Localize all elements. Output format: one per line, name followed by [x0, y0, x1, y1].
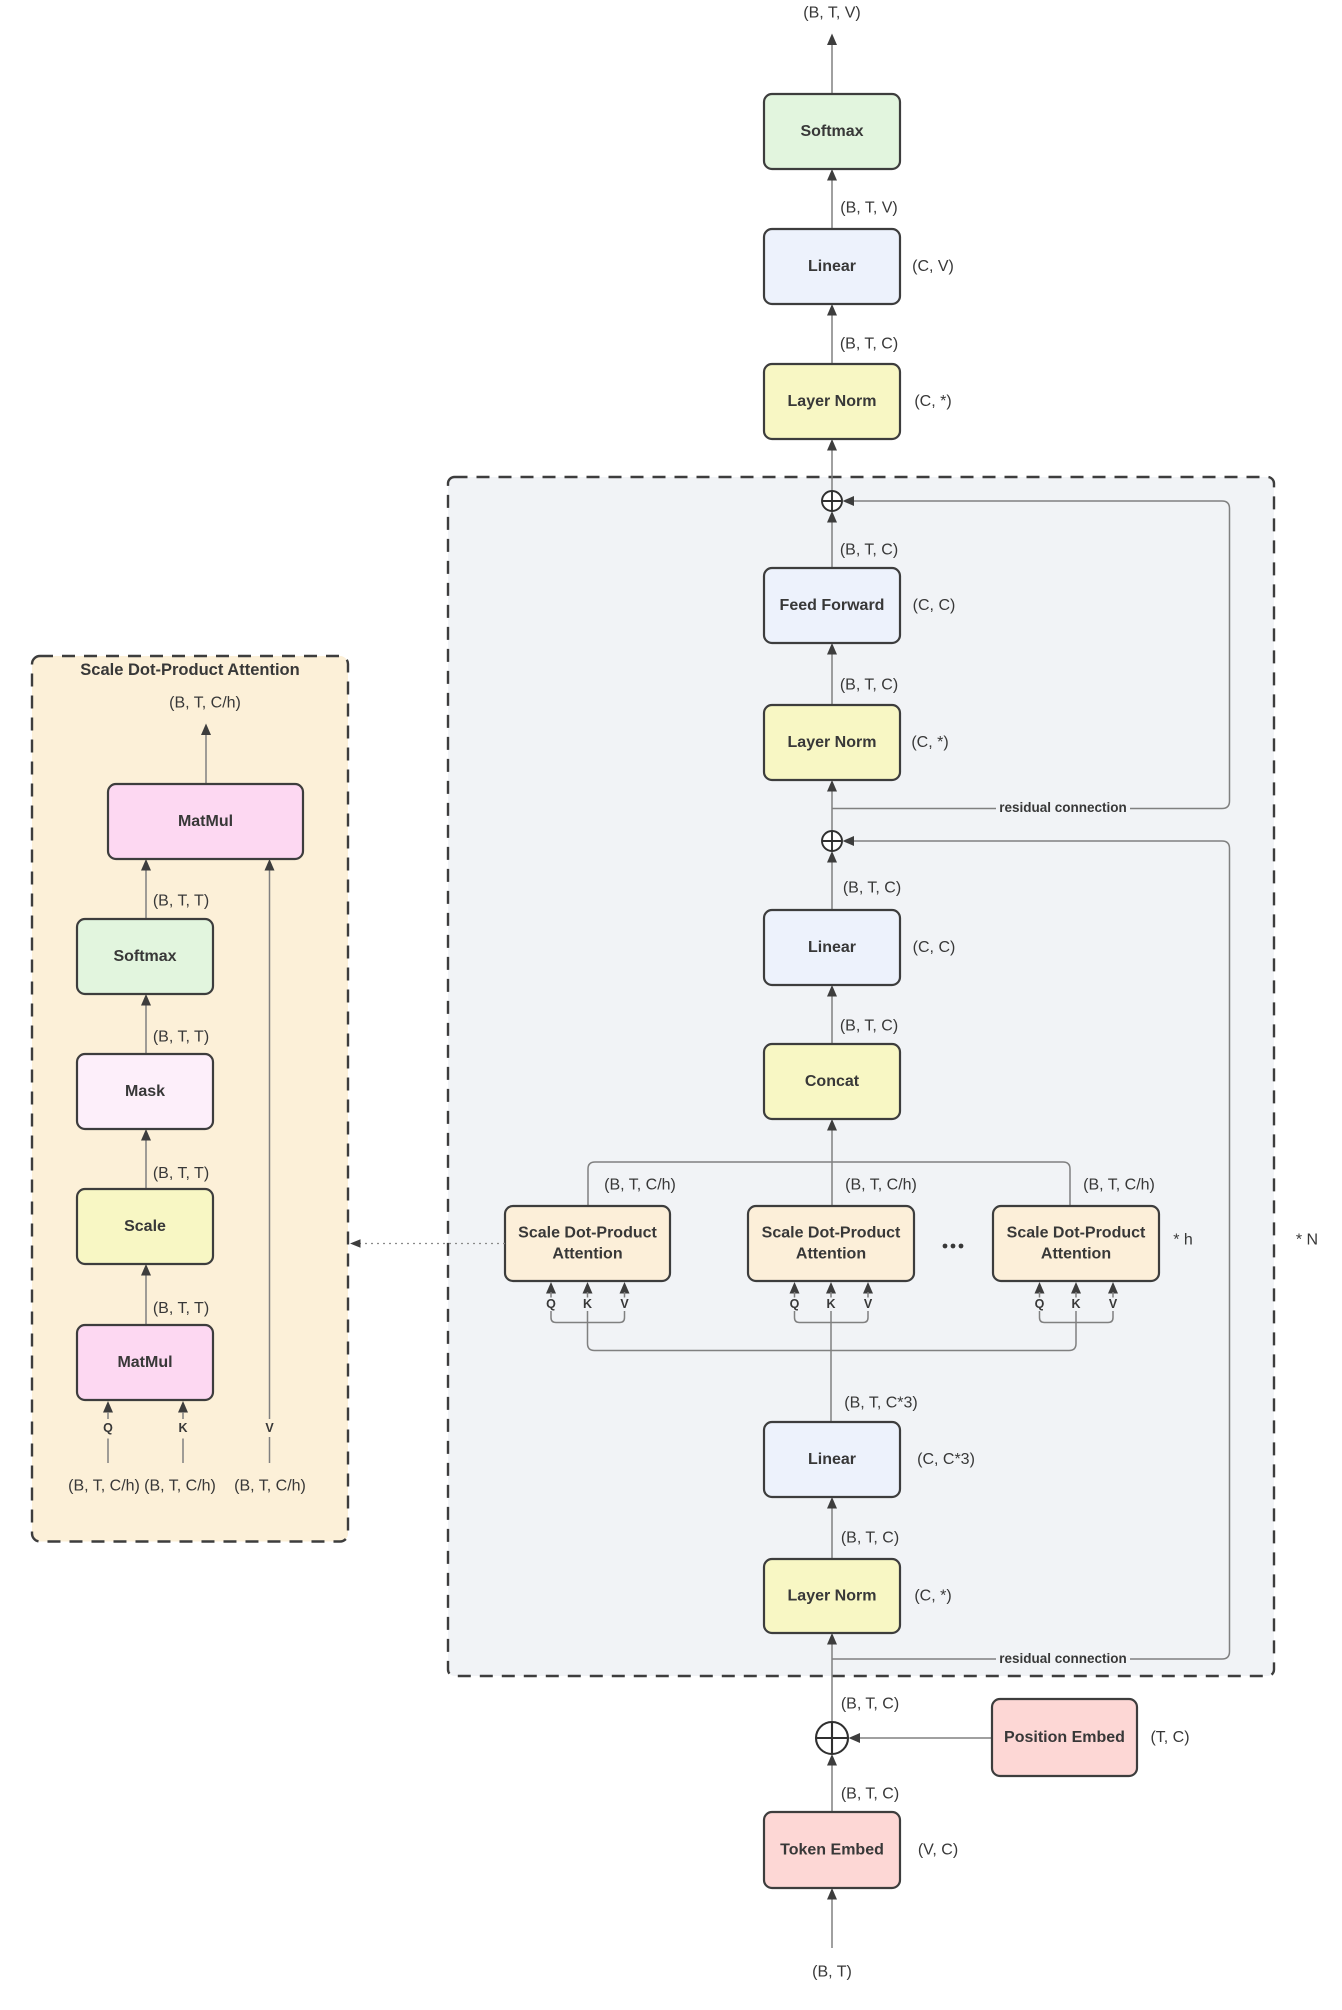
svg-text:Mask: Mask	[125, 1083, 165, 1100]
svg-text:(B, T, C): (B, T, C)	[843, 880, 901, 897]
svg-text:Scale Dot-Product: Scale Dot-Product	[518, 1225, 657, 1242]
svg-text:(B, T, V): (B, T, V)	[803, 5, 861, 22]
svg-text:(B, T, C/h): (B, T, C/h)	[604, 1177, 676, 1194]
svg-text:* N: * N	[1296, 1232, 1318, 1249]
svg-text:(C, *): (C, *)	[911, 734, 948, 751]
svg-text:* h: * h	[1173, 1232, 1193, 1249]
svg-text:(B, T, T): (B, T, T)	[153, 1300, 209, 1317]
svg-text:Attention: Attention	[1041, 1246, 1111, 1263]
svg-text:Position Embed: Position Embed	[1004, 1729, 1125, 1746]
svg-text:Scale Dot-Product: Scale Dot-Product	[762, 1225, 901, 1242]
svg-text:K: K	[826, 1297, 835, 1311]
svg-text:V: V	[864, 1297, 873, 1311]
svg-text:(B, T, C): (B, T, C)	[841, 1786, 899, 1803]
svg-text:(B, T, T): (B, T, T)	[153, 1029, 209, 1046]
svg-text:Attention: Attention	[552, 1246, 622, 1263]
svg-text:Q: Q	[1035, 1297, 1045, 1311]
svg-text:(B, T, V): (B, T, V)	[840, 200, 898, 217]
svg-text:Scale Dot-Product: Scale Dot-Product	[1007, 1225, 1146, 1242]
svg-text:Concat: Concat	[805, 1073, 860, 1090]
svg-text:(B, T, C/h): (B, T, C/h)	[68, 1478, 140, 1495]
svg-text:Layer Norm: Layer Norm	[788, 734, 877, 751]
svg-text:(B, T, T): (B, T, T)	[153, 893, 209, 910]
svg-text:(B, T, C/h): (B, T, C/h)	[845, 1177, 917, 1194]
svg-text:(B, T, C): (B, T, C)	[841, 1530, 899, 1547]
svg-text:V: V	[265, 1421, 274, 1435]
svg-text:(C, C): (C, C)	[913, 597, 956, 614]
svg-text:(C, C*3): (C, C*3)	[917, 1451, 975, 1468]
svg-text:(C, C): (C, C)	[913, 939, 956, 956]
svg-text:K: K	[1071, 1297, 1080, 1311]
svg-text:(B, T, T): (B, T, T)	[153, 1165, 209, 1182]
svg-text:Linear: Linear	[808, 1451, 856, 1468]
svg-text:(B, T, C): (B, T, C)	[840, 542, 898, 559]
svg-text:Softmax: Softmax	[113, 948, 176, 965]
svg-text:(B, T, C): (B, T, C)	[840, 1018, 898, 1035]
svg-text:K: K	[583, 1297, 592, 1311]
svg-text:Linear: Linear	[808, 258, 856, 275]
svg-text:(C, *): (C, *)	[914, 393, 951, 410]
svg-text:Q: Q	[103, 1421, 113, 1435]
svg-text:Attention: Attention	[796, 1246, 866, 1263]
svg-text:(V, C): (V, C)	[918, 1842, 958, 1859]
svg-text:(B, T, C): (B, T, C)	[840, 677, 898, 694]
svg-text:(B, T, C): (B, T, C)	[841, 1696, 899, 1713]
svg-text:(B, T, C): (B, T, C)	[840, 336, 898, 353]
svg-text:(C, *): (C, *)	[914, 1588, 951, 1605]
svg-text:Layer Norm: Layer Norm	[788, 1588, 877, 1605]
svg-text:K: K	[178, 1421, 187, 1435]
svg-text:(T, C): (T, C)	[1150, 1729, 1189, 1746]
svg-text:Token Embed: Token Embed	[780, 1842, 884, 1859]
svg-text:Feed Forward: Feed Forward	[780, 597, 885, 614]
svg-text:residual connection: residual connection	[999, 800, 1127, 815]
svg-text:V: V	[1109, 1297, 1118, 1311]
svg-text:V: V	[620, 1297, 629, 1311]
svg-text:Q: Q	[546, 1297, 556, 1311]
svg-text:Layer Norm: Layer Norm	[788, 393, 877, 410]
svg-text:MatMul: MatMul	[178, 813, 233, 830]
svg-text:(B, T, C/h): (B, T, C/h)	[1083, 1177, 1155, 1194]
svg-text:Scale: Scale	[124, 1218, 166, 1235]
svg-text:MatMul: MatMul	[117, 1354, 172, 1371]
svg-text:(B, T): (B, T)	[812, 1964, 852, 1981]
svg-text:(B, T, C/h): (B, T, C/h)	[144, 1478, 216, 1495]
svg-text:Linear: Linear	[808, 939, 856, 956]
svg-text:(B, T, C*3): (B, T, C*3)	[844, 1395, 918, 1412]
svg-text:(C, V): (C, V)	[912, 258, 954, 275]
svg-text:residual connection: residual connection	[999, 1651, 1127, 1666]
svg-text:(B, T, C/h): (B, T, C/h)	[169, 695, 241, 712]
svg-text:Softmax: Softmax	[800, 123, 863, 140]
svg-text:Scale Dot-Product Attention: Scale Dot-Product Attention	[80, 661, 299, 679]
svg-text:Q: Q	[790, 1297, 800, 1311]
svg-text:(B, T, C/h): (B, T, C/h)	[234, 1478, 306, 1495]
